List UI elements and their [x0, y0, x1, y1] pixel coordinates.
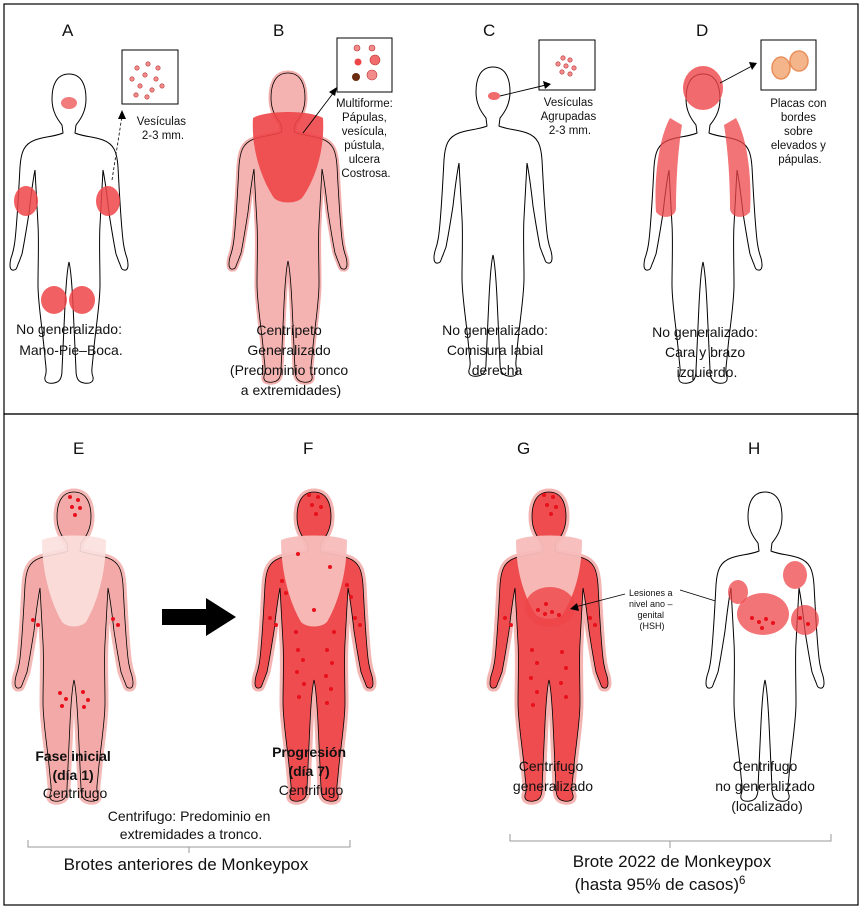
panel-a-pointer — [111, 115, 123, 181]
arm-rash-h — [783, 561, 807, 589]
group-right-title: Brote 2022 de Monkeypox — [573, 852, 772, 871]
bottom-panel-frame — [3, 413, 859, 906]
panel-g-letter: G — [517, 439, 530, 458]
group-right-subtitle: (hasta 95% de casos)6 — [575, 875, 746, 894]
mouth-rash — [61, 97, 77, 109]
panel-g-caption: Centrifugo generalizado — [513, 758, 593, 794]
callout-arrow-left — [574, 593, 626, 608]
anogenital-rash-g — [525, 587, 575, 627]
panel-f-caption: Progresión (día 7) Centrifugo — [272, 744, 350, 798]
callout-arrow-left-head — [570, 603, 579, 611]
group-left: Centrifugo: Predominio en extremidades a… — [27, 808, 351, 874]
panel-b-pointer-head — [329, 87, 337, 96]
panel-d-pointer — [719, 65, 753, 84]
group-left-note: Centrifugo: Predominio en extremidades a… — [108, 808, 275, 842]
panel-d-inset-label: Placas con bordes sobre elevados y pápul… — [770, 98, 829, 166]
panel-h-spots — [750, 616, 810, 630]
panel-g: G Centrifugo generalizado — [490, 439, 608, 801]
face-rash — [683, 66, 723, 110]
right-hand-rash — [14, 186, 38, 216]
panel-b-trunk-rash — [252, 112, 324, 203]
panel-a-vesicles — [129, 61, 165, 100]
panel-d: D Placas con bordes sobre elevados y páp… — [643, 21, 829, 384]
progression-arrow — [162, 598, 236, 636]
panel-b-pointer — [302, 91, 335, 134]
panel-c-caption: No generalizado: Comisura labial derecha — [442, 322, 552, 378]
panel-a-caption: No generalizado: Mano-Pie–Boca. — [16, 321, 126, 358]
left-arm-rash — [724, 118, 751, 217]
anogenital-label: Lesiones a nivel ano – genital (HSH) — [629, 588, 675, 631]
panel-a-inset — [121, 49, 179, 105]
group-left-bracket — [27, 840, 351, 853]
panel-a: A Vesículas 2-3 mm. No generalizado: Man… — [9, 21, 189, 384]
anogenital-rash-h — [737, 593, 789, 635]
group-right-bracket — [509, 834, 832, 848]
panel-b-caption: Centrípeto Generalizado (Predominio tron… — [230, 322, 352, 398]
panel-c-inset-label: Vesículas Agrupadas 2-3 mm. — [541, 97, 600, 137]
group-left-title: Brotes anteriores de Monkeypox — [64, 855, 309, 874]
panel-e-trunk — [42, 535, 106, 627]
panel-a-letter: A — [62, 21, 74, 40]
panel-b-inset — [336, 37, 393, 93]
panel-f-trunk — [281, 535, 347, 627]
panel-a-pointer-head — [118, 110, 126, 119]
panel-f-letter: F — [303, 439, 313, 458]
panel-c-vesicles — [555, 55, 577, 77]
left-foot-rash — [69, 286, 95, 314]
panel-b-lesions — [352, 44, 381, 81]
right-foot-rash — [41, 286, 67, 314]
panel-h-figure — [705, 491, 825, 802]
panel-e-caption: Fase inicial (día 1) Centrifugo — [35, 748, 114, 801]
plaque-1 — [771, 56, 791, 80]
panel-e-spots — [31, 495, 120, 709]
panel-d-caption: No generalizado: Cara y brazo izquierdo. — [652, 324, 762, 380]
panel-h: H Centrifugo no generalizado (localizado… — [705, 439, 825, 814]
panel-c-pointer — [499, 84, 547, 97]
right-arm-rash — [655, 118, 682, 217]
panel-h-caption: Centrifugo no generalizado (localizado) — [715, 758, 819, 814]
left-hand-rash — [96, 186, 120, 216]
panel-b-inset-label: Multiforme: Pápulas, vesícula, pústula, … — [336, 98, 396, 180]
hand-rash-right-h — [728, 580, 748, 604]
panel-c-letter: C — [483, 21, 495, 40]
panel-f: F Progresión (día 7) Centrifugo — [255, 439, 373, 801]
panel-d-letter: D — [696, 21, 708, 40]
panel-c: C Vesículas Agrupadas 2-3 mm. No general… — [433, 21, 600, 378]
panel-h-letter: H — [748, 439, 760, 458]
panel-d-pointer-head — [749, 62, 757, 70]
panel-b: B Multiforme: Pápulas, vesícula, pústula… — [229, 21, 396, 398]
panel-b-letter: B — [273, 21, 284, 40]
panel-c-pointer-head — [543, 81, 551, 89]
hand-rash-left-h — [791, 605, 819, 635]
panel-e: E Fase inicial (día 1) Centrifugo — [15, 439, 133, 801]
panel-f-spots — [268, 493, 362, 705]
group-right: Brote 2022 de Monkeypox (hasta 95% de ca… — [509, 834, 832, 894]
panel-a-inset-label: Vesículas 2-3 mm. — [137, 116, 189, 142]
plaque-2 — [789, 50, 809, 72]
panel-e-letter: E — [73, 439, 84, 458]
lip-corner-rash — [488, 92, 500, 100]
panel-g-spots — [503, 493, 597, 707]
